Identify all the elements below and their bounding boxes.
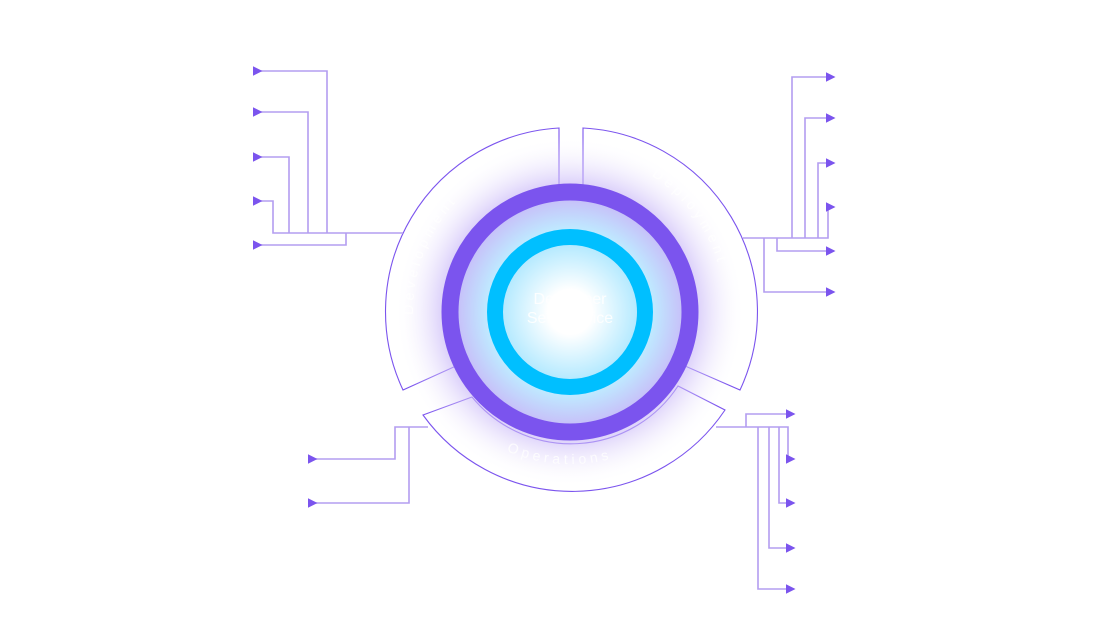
- connectors-right: [743, 72, 836, 297]
- connectors-left: [253, 66, 403, 250]
- connectors-bottom-right: [716, 409, 796, 594]
- center-label-line1: Developer: [533, 291, 607, 308]
- center-label: Developer Self-Service: [490, 290, 650, 328]
- inner-ring: [487, 229, 653, 395]
- center-label-line2: Self-Service: [526, 310, 614, 327]
- connectors-bottom-left: [308, 426, 428, 508]
